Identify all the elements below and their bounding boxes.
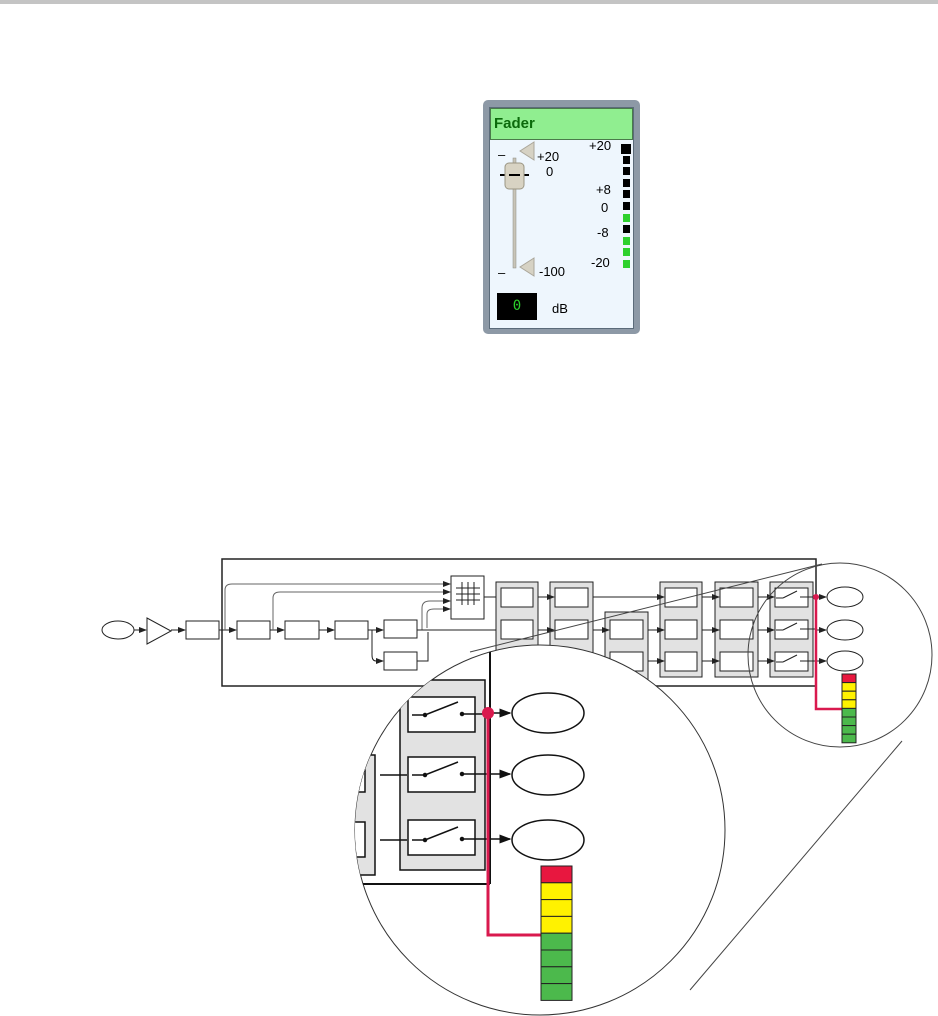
meter-segment	[623, 167, 630, 176]
block	[236, 620, 271, 640]
minus-bottom: –	[498, 265, 506, 280]
output-node	[826, 650, 864, 672]
output-node	[826, 619, 864, 641]
zoom-small-circle	[747, 562, 933, 748]
meter-segment	[540, 932, 573, 951]
meter-segment	[540, 882, 573, 901]
block	[334, 620, 369, 640]
input-node	[101, 620, 135, 640]
unit-label: dB	[552, 301, 568, 316]
meter-segment	[623, 178, 630, 187]
amplifier-icon	[146, 617, 173, 645]
meter-segment	[841, 725, 857, 735]
meter-segment	[623, 260, 630, 268]
fader-header: Fader	[490, 108, 633, 140]
meter-segment	[623, 236, 630, 245]
block	[185, 620, 220, 640]
meter-segment	[623, 155, 630, 164]
max-label: +20	[537, 149, 560, 164]
meter-label: +20	[589, 138, 612, 153]
meter-segment	[540, 983, 573, 1001]
output-meter-small	[841, 673, 857, 744]
max-marker-icon	[519, 141, 535, 161]
meter-segment	[841, 716, 857, 727]
meter-label: +8	[596, 182, 611, 197]
meter-segment	[623, 225, 630, 234]
zero-label: 0	[546, 164, 554, 179]
output-meter-large	[540, 865, 573, 1001]
fader-slider[interactable]	[490, 138, 550, 288]
meter-label: -20	[591, 255, 610, 270]
minus-top: –	[498, 147, 506, 162]
meter-segment	[540, 949, 573, 968]
block	[383, 619, 418, 639]
meter-segment	[841, 699, 857, 709]
meter-segment	[540, 966, 573, 985]
meter-segment	[841, 707, 857, 718]
meter-segment	[621, 144, 631, 154]
min-marker-icon	[519, 257, 535, 277]
meter-segment	[623, 190, 630, 199]
fader-title: Fader	[494, 115, 535, 132]
meter-segment	[841, 733, 857, 744]
fader-panel: Fader – +20 0 – -100 +20 +8 0 -8 -20 0 d…	[483, 100, 640, 334]
meter-segment	[841, 690, 857, 701]
top-rule	[0, 0, 938, 4]
meter-segment	[623, 213, 630, 222]
meter-segment	[623, 248, 630, 257]
meter-label: -8	[597, 225, 609, 240]
meter-segment	[841, 673, 857, 684]
meter-segment	[540, 915, 573, 934]
meter-label: 0	[601, 200, 609, 215]
output-node-zoomed	[511, 692, 585, 734]
block	[284, 620, 320, 640]
output-node-zoomed	[511, 819, 585, 861]
value-readout[interactable]: 0	[497, 293, 537, 320]
meter-segment	[540, 865, 573, 884]
meter-segment	[540, 899, 573, 917]
meter-segment	[623, 202, 630, 210]
output-node-zoomed	[511, 754, 585, 796]
output-node	[826, 586, 864, 608]
meter-segment	[841, 682, 857, 692]
min-label: -100	[539, 264, 566, 279]
block	[383, 651, 418, 671]
